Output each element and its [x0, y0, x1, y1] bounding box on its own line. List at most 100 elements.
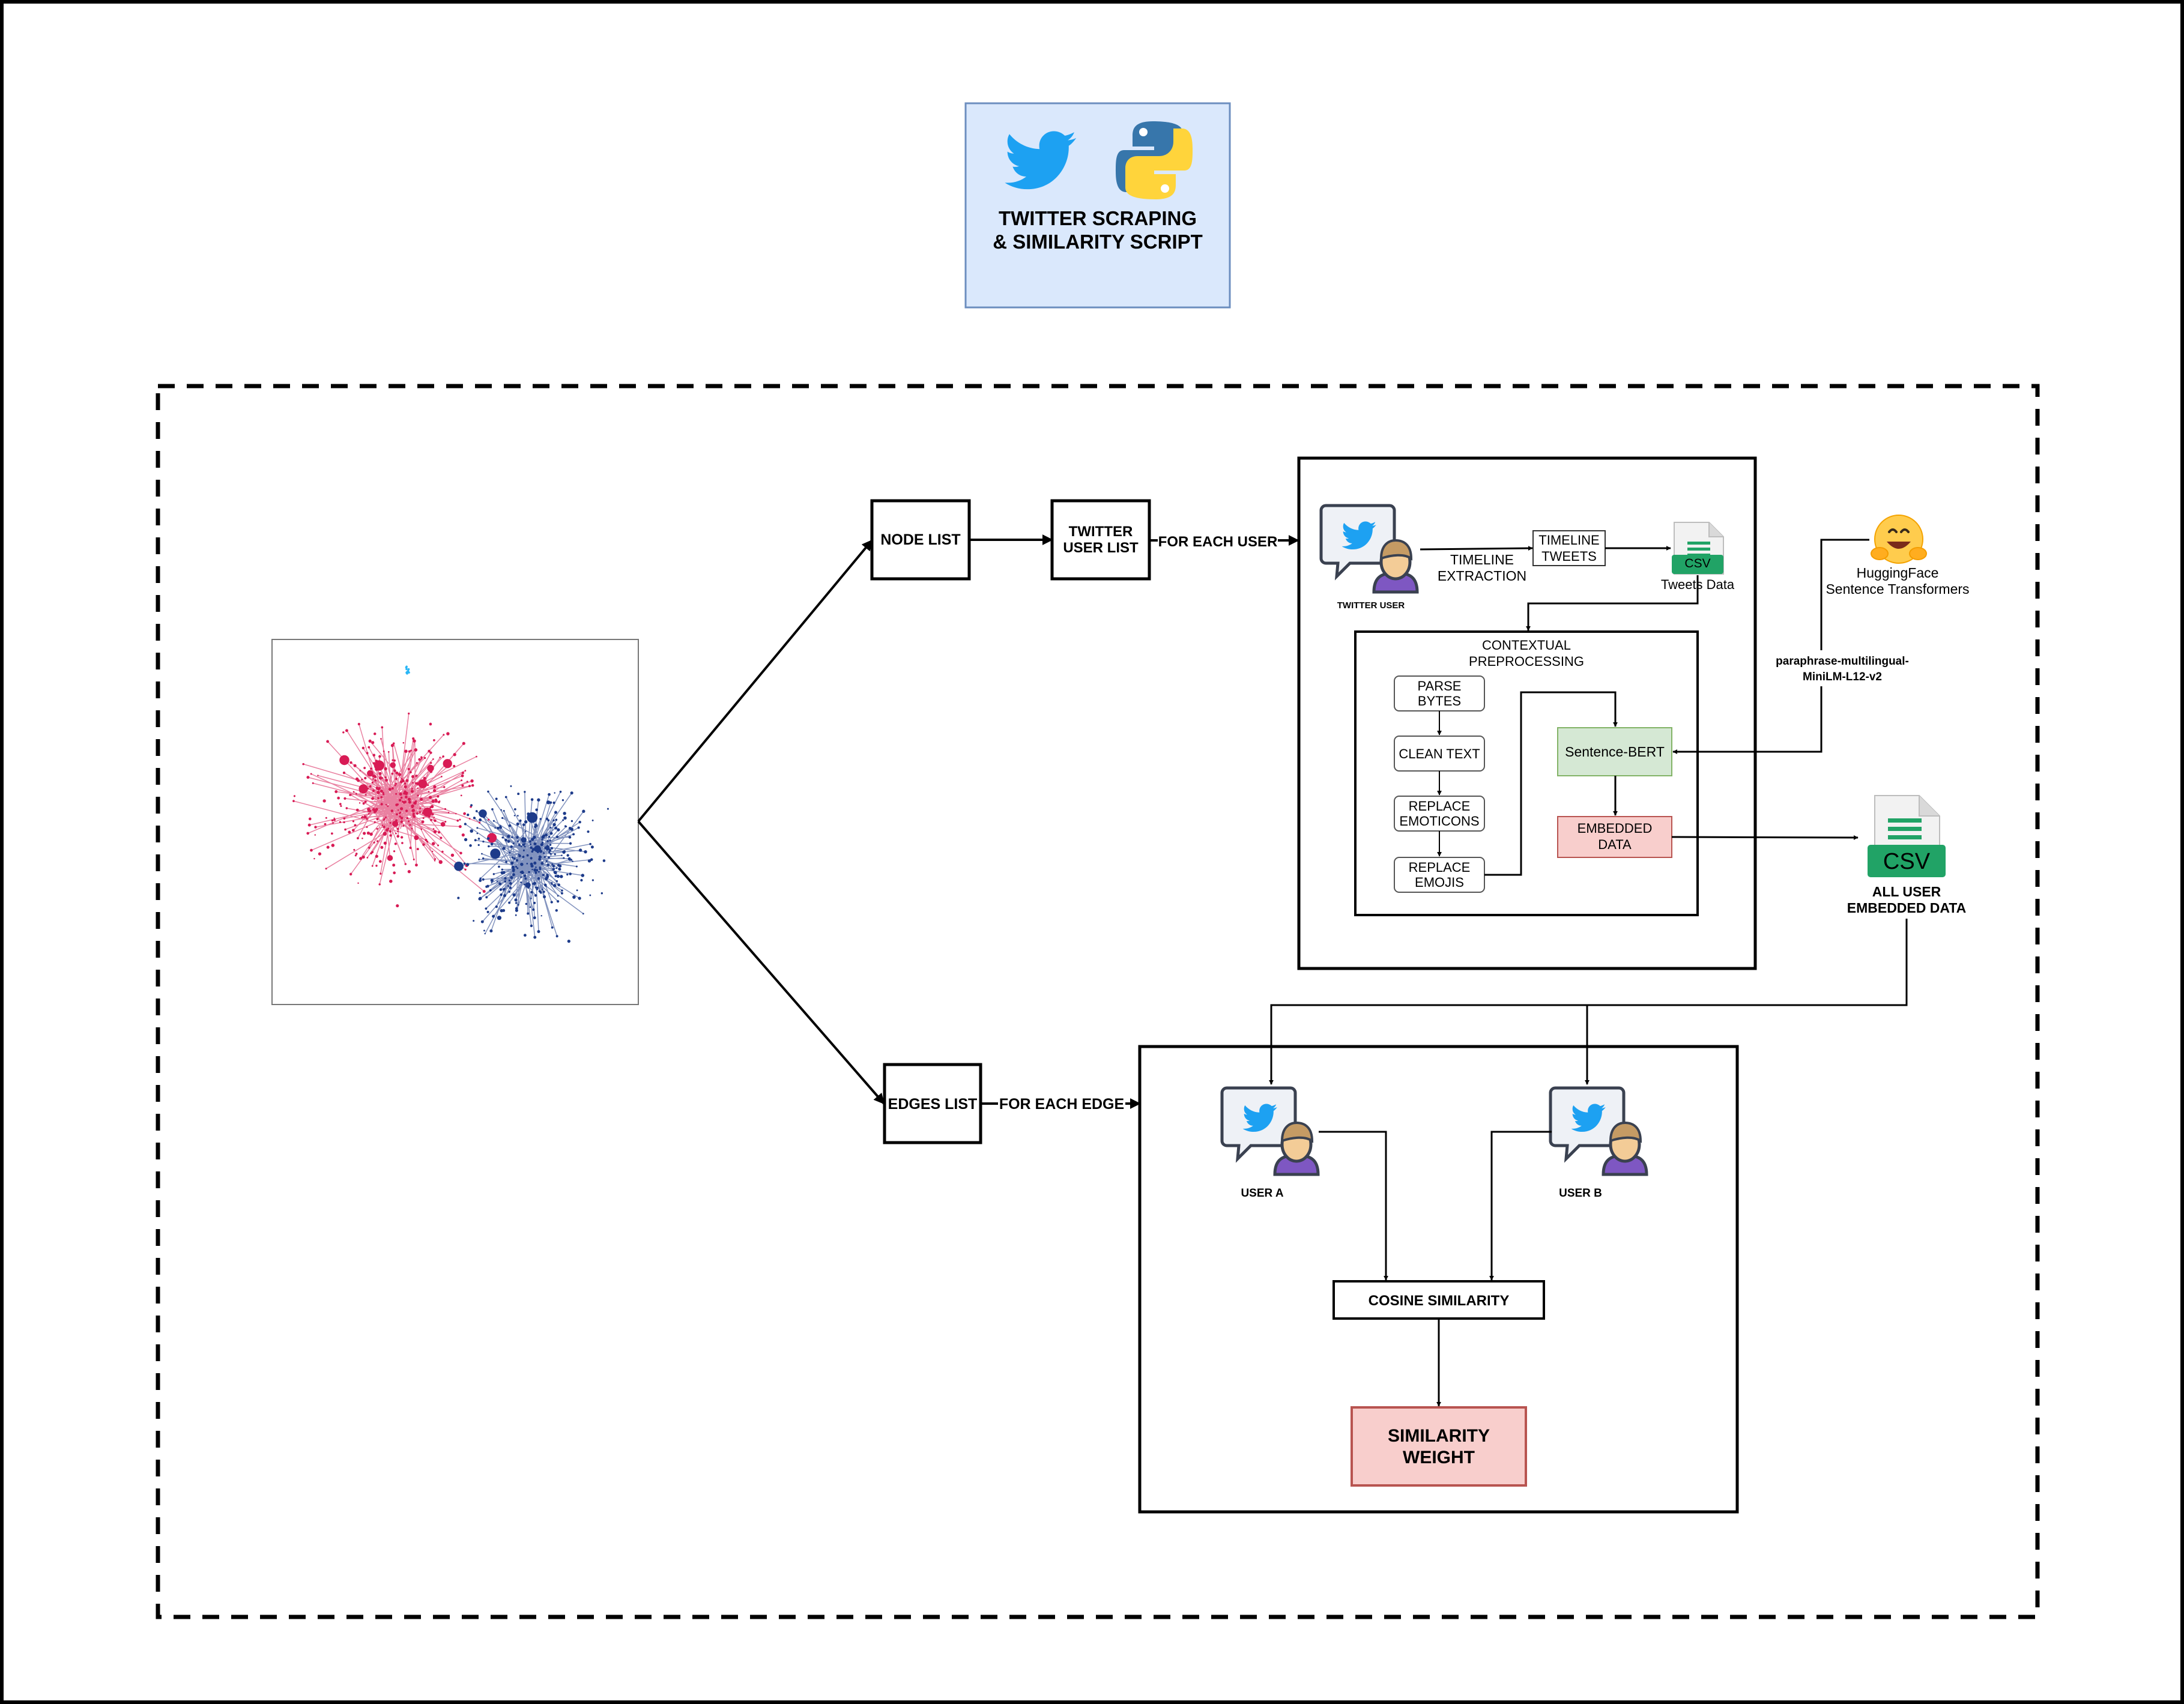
graph-node	[408, 800, 411, 804]
graph-node	[548, 835, 551, 838]
twitter-user-list-box	[1050, 499, 1151, 581]
graph-edge	[464, 863, 523, 865]
graph-node	[376, 840, 379, 842]
graph-node	[519, 819, 522, 822]
graph-node	[322, 799, 326, 803]
graph-edge	[404, 781, 468, 812]
graph-node	[361, 778, 363, 781]
graph-node	[463, 812, 466, 815]
graph-node	[378, 755, 381, 758]
graph-node	[490, 842, 494, 846]
graph-node	[421, 820, 425, 824]
graph-node	[402, 800, 404, 803]
embedded-data-box	[1557, 816, 1672, 858]
graph-node	[521, 870, 524, 873]
graph-node	[560, 875, 563, 878]
graph-node	[560, 892, 563, 895]
graph-node	[366, 826, 368, 828]
graph-node	[528, 840, 531, 843]
graph-node	[539, 856, 542, 859]
graph-edge	[367, 796, 410, 858]
tweets-csv-badge: CSV	[1684, 557, 1710, 570]
graph-node	[414, 748, 418, 752]
graph-node	[544, 846, 548, 850]
graph-node	[408, 820, 410, 823]
graph-node	[508, 901, 511, 904]
graph-node	[576, 889, 578, 892]
graph-node	[396, 904, 399, 908]
for-each-edge-bg	[998, 1094, 1125, 1113]
graph-node	[551, 882, 553, 884]
graph-node	[339, 803, 342, 806]
graph-node	[489, 929, 493, 932]
graph-node	[314, 826, 317, 829]
graph-node	[318, 852, 322, 856]
graph-node	[365, 794, 367, 796]
graph-node	[549, 839, 551, 842]
graph-node	[469, 844, 472, 847]
graph-node	[431, 842, 435, 845]
graph-node	[518, 853, 520, 856]
graph-edge	[353, 791, 394, 817]
graph-node	[376, 828, 378, 830]
graph-node	[557, 900, 560, 903]
graph-node	[500, 893, 503, 896]
graph-node	[443, 786, 446, 788]
graph-node	[477, 838, 480, 840]
graph-node	[326, 740, 329, 743]
graph-node	[515, 865, 517, 868]
graph-node	[444, 808, 447, 811]
graph-node	[331, 844, 335, 847]
graph-node	[366, 857, 369, 859]
clean-text-label: CLEAN TEXT	[1399, 746, 1480, 761]
graph-node	[533, 935, 537, 939]
graph-node	[400, 820, 404, 823]
preprocessing-box	[1354, 630, 1699, 916]
graph-node	[497, 916, 502, 920]
graph-node	[410, 749, 413, 752]
graph-edge	[506, 797, 531, 844]
graph-node	[337, 796, 340, 800]
graph-node	[371, 797, 374, 800]
graph-node	[536, 886, 539, 890]
graph-node	[531, 868, 533, 871]
graph-node	[600, 892, 603, 895]
graph-node	[382, 791, 384, 794]
graph-node	[367, 770, 374, 777]
graph-node	[419, 783, 422, 786]
graph-node	[453, 764, 456, 767]
graph-node	[554, 853, 556, 856]
graph-node	[503, 894, 507, 898]
graph-node	[511, 856, 514, 859]
graph-node	[511, 836, 513, 838]
graph-node	[475, 810, 478, 812]
graph-node	[499, 826, 503, 829]
graph-node	[412, 782, 414, 784]
graph-node	[438, 800, 440, 803]
for-each-user-label: FOR EACH USER	[1158, 534, 1278, 550]
graph-node	[552, 801, 555, 805]
preprocessing-line2: PREPROCESSING	[1469, 654, 1584, 669]
graph-edge	[371, 823, 380, 835]
graph-node	[532, 908, 535, 911]
graph-node	[520, 862, 524, 866]
graph-node	[412, 814, 415, 817]
graph-node	[384, 767, 387, 771]
graph-node	[387, 855, 393, 861]
graph-node	[333, 817, 335, 820]
graph-node	[374, 821, 376, 823]
graph-edge	[372, 820, 394, 853]
graph-node	[555, 909, 558, 912]
graph-node	[530, 890, 533, 893]
graph-node	[507, 885, 509, 887]
graph-node	[383, 819, 385, 821]
graph-node	[555, 880, 558, 883]
graph-edge	[388, 791, 429, 803]
graph-node	[392, 820, 399, 827]
graph-node	[557, 828, 560, 832]
graph-node	[366, 831, 371, 835]
graph-node	[383, 841, 387, 845]
graph-node	[479, 818, 482, 822]
graph-node	[395, 813, 398, 815]
graph-node	[557, 895, 559, 897]
